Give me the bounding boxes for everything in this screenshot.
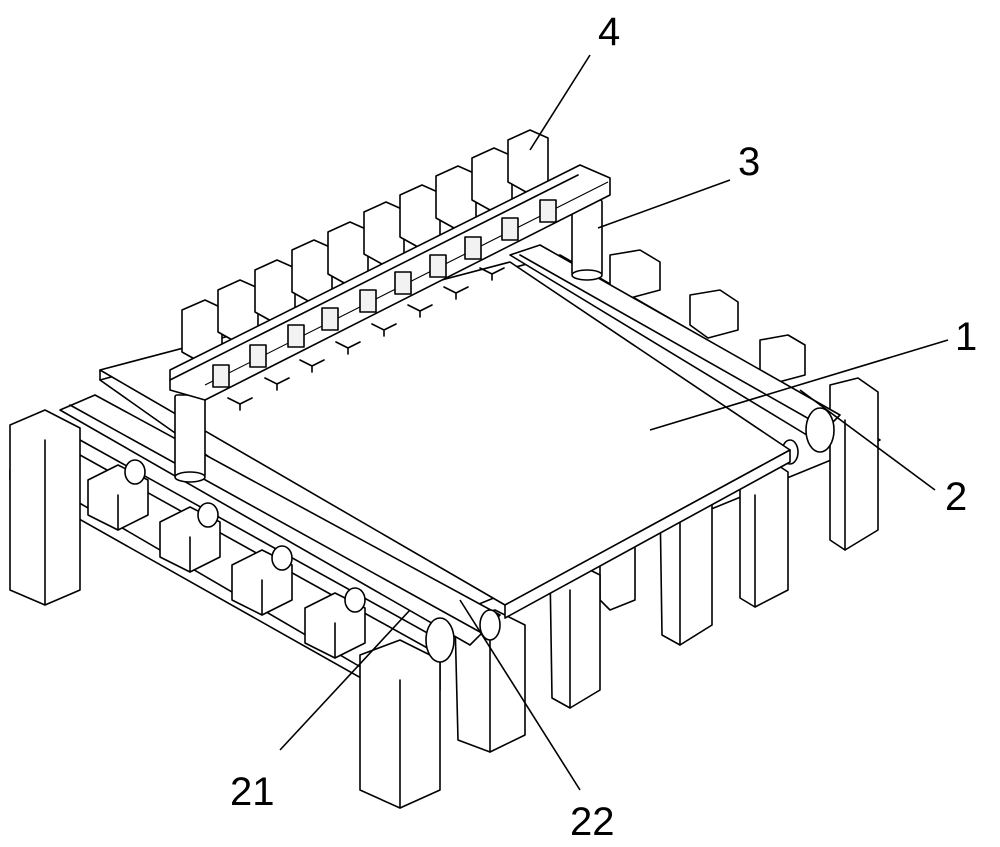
callout-label-21: 21: [230, 770, 275, 814]
callout-label-4: 4: [598, 10, 620, 54]
callout-label-1: 1: [955, 315, 977, 359]
callout-label-22: 22: [570, 800, 615, 844]
callout-label-3: 3: [738, 140, 760, 184]
callout-label-2: 2: [945, 475, 967, 519]
